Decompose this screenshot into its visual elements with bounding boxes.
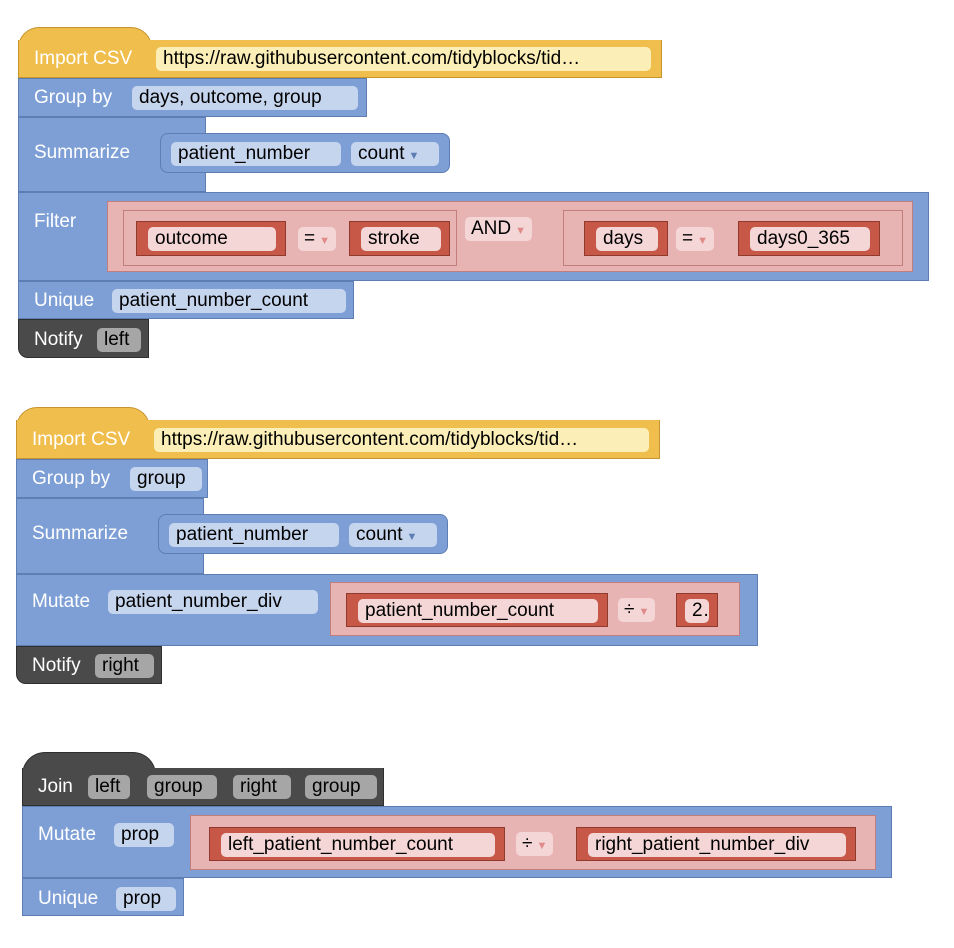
- summarize-column-field[interactable]: patient_number: [171, 142, 341, 166]
- summarize-function-dropdown[interactable]: count▼: [349, 523, 437, 547]
- arithmetic-operator-dropdown[interactable]: ÷▼: [516, 832, 554, 856]
- arithmetic-operator-value: ÷: [624, 599, 635, 620]
- summarize-label: Summarize: [34, 142, 131, 163]
- import-csv-block[interactable]: Import CSV https://raw.githubusercontent…: [18, 40, 662, 78]
- groupby-block[interactable]: Group by days, outcome, group: [18, 78, 367, 117]
- expr-left-field[interactable]: patient_number_count: [358, 599, 598, 623]
- groupby-columns-field[interactable]: days, outcome, group: [132, 86, 358, 110]
- join-left-table-field[interactable]: left: [88, 775, 130, 799]
- summarize-function-value: count: [358, 143, 405, 164]
- condition-2-value-field[interactable]: days0_365: [750, 227, 870, 251]
- notify-label: Notify: [32, 655, 81, 676]
- chevron-down-icon: ▼: [319, 235, 330, 247]
- summarize-function-dropdown[interactable]: count▼: [351, 142, 439, 166]
- expr-right-field[interactable]: right_patient_number_div: [588, 833, 846, 857]
- summarize-block[interactable]: Summarize: [16, 498, 204, 574]
- condition-1-value-block[interactable]: stroke: [349, 221, 450, 256]
- arithmetic-operator-dropdown[interactable]: ÷▼: [618, 598, 656, 622]
- unique-label: Unique: [34, 290, 95, 311]
- chevron-down-icon: ▼: [536, 840, 548, 852]
- arithmetic-expression-block[interactable]: patient_number_count ÷▼ 2: [330, 582, 740, 636]
- filter-label: Filter: [34, 211, 77, 232]
- summarize-column-slot[interactable]: patient_number count▼: [160, 133, 450, 173]
- chevron-down-icon: ▼: [638, 606, 650, 618]
- notify-name-field[interactable]: left: [97, 328, 141, 352]
- expr-left-block[interactable]: patient_number_count: [346, 593, 608, 627]
- groupby-label: Group by: [34, 87, 113, 108]
- join-right-column-field[interactable]: group: [305, 775, 377, 799]
- notify-label: Notify: [34, 329, 83, 350]
- condition-1-value-field[interactable]: stroke: [361, 227, 441, 251]
- condition-1-operator-dropdown[interactable]: =▼: [298, 227, 336, 251]
- join-left-column-field[interactable]: group: [147, 775, 217, 799]
- join-block[interactable]: Join left group right group: [22, 768, 384, 806]
- expr-left-block[interactable]: left_patient_number_count: [209, 827, 505, 861]
- chevron-down-icon: ▼: [408, 150, 420, 162]
- import-url-field[interactable]: https://raw.githubusercontent.com/tidybl…: [156, 47, 651, 71]
- notify-name-field[interactable]: right: [95, 654, 154, 678]
- condition-2-operator-dropdown[interactable]: =▼: [676, 227, 714, 251]
- import-csv-label: Import CSV: [34, 48, 133, 69]
- groupby-columns-field[interactable]: group: [130, 467, 202, 491]
- notify-block[interactable]: Notify left: [18, 319, 149, 358]
- condition-2-value-block[interactable]: days0_365: [738, 221, 880, 256]
- chevron-down-icon: ▼: [406, 531, 418, 543]
- condition-2-column-block[interactable]: days: [584, 221, 668, 256]
- condition-1-column-field[interactable]: outcome: [148, 227, 276, 251]
- chevron-down-icon: ▼: [697, 235, 708, 247]
- import-csv-label: Import CSV: [32, 429, 131, 450]
- condition-1-column-block[interactable]: outcome: [136, 221, 286, 256]
- unique-column-field[interactable]: prop: [116, 887, 176, 911]
- summarize-function-value: count: [356, 524, 403, 545]
- logic-operator-dropdown[interactable]: AND▼: [465, 217, 533, 241]
- expr-right-field[interactable]: 2: [685, 599, 709, 623]
- mutate-name-field[interactable]: prop: [114, 823, 174, 847]
- unique-column-field[interactable]: patient_number_count: [112, 289, 346, 313]
- unique-label: Unique: [38, 888, 99, 909]
- summarize-label: Summarize: [32, 523, 129, 544]
- arithmetic-operator-value: ÷: [522, 833, 533, 854]
- import-url-field[interactable]: https://raw.githubusercontent.com/tidybl…: [154, 428, 649, 452]
- condition-2-block[interactable]: days =▼ days0_365: [563, 210, 903, 266]
- mutate-name-field[interactable]: patient_number_div: [108, 590, 318, 614]
- summarize-column-slot[interactable]: patient_number count▼: [158, 514, 448, 554]
- mutate-label: Mutate: [32, 591, 91, 612]
- mutate-label: Mutate: [38, 824, 97, 845]
- expr-left-field[interactable]: left_patient_number_count: [221, 833, 495, 857]
- arithmetic-expression-block[interactable]: left_patient_number_count ÷▼ right_patie…: [190, 815, 876, 870]
- condition-1-operator-value: =: [304, 228, 316, 249]
- join-right-table-field[interactable]: right: [233, 775, 291, 799]
- notify-block[interactable]: Notify right: [16, 646, 162, 684]
- expr-right-block[interactable]: right_patient_number_div: [576, 827, 856, 861]
- condition-2-operator-value: =: [682, 228, 694, 249]
- logic-operator-value: AND: [471, 218, 512, 239]
- expr-right-block[interactable]: 2: [676, 593, 718, 627]
- groupby-block[interactable]: Group by group: [16, 459, 208, 498]
- unique-block[interactable]: Unique prop: [22, 878, 184, 916]
- join-label: Join: [38, 776, 73, 797]
- condition-2-column-field[interactable]: days: [596, 227, 658, 251]
- logic-expression-block[interactable]: outcome =▼ stroke AND▼ days =▼ days0_365: [107, 201, 913, 272]
- import-csv-block[interactable]: Import CSV https://raw.githubusercontent…: [16, 420, 660, 459]
- chevron-down-icon: ▼: [515, 225, 527, 237]
- unique-block[interactable]: Unique patient_number_count: [18, 281, 354, 319]
- summarize-column-field[interactable]: patient_number: [169, 523, 339, 547]
- condition-1-block[interactable]: outcome =▼ stroke: [123, 210, 457, 266]
- groupby-label: Group by: [32, 468, 111, 489]
